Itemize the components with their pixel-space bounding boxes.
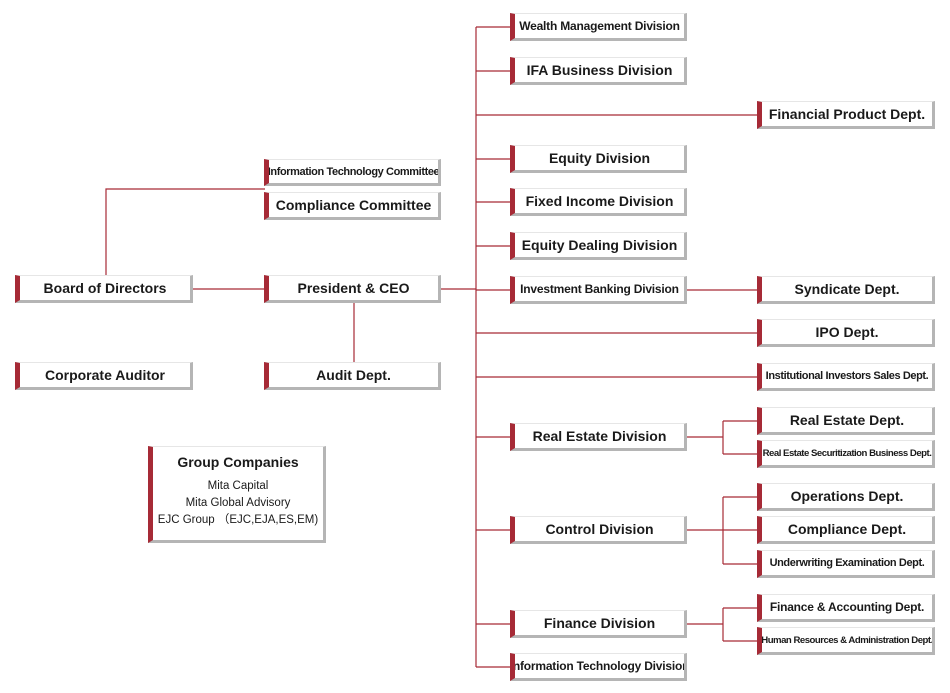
- wealth-management-division-box: Wealth Management Division: [510, 13, 687, 41]
- real-estate-securitization-dept-box: Real Estate Securitization Business Dept…: [757, 440, 935, 468]
- ifa-business-division-box: IFA Business Division: [510, 57, 687, 85]
- corporate-auditor-box: Corporate Auditor: [15, 362, 193, 390]
- underwriting-examination-dept-box: Underwriting Examination Dept.: [757, 550, 935, 578]
- board-of-directors-box: Board of Directors: [15, 275, 193, 303]
- syndicate-dept-box: Syndicate Dept.: [757, 276, 935, 304]
- information-technology-division-box: Information Technology Division: [510, 653, 687, 681]
- group-companies-box: Group Companies Mita Capital Mita Global…: [148, 446, 326, 543]
- group-company-item: Mita Global Advisory: [185, 497, 291, 509]
- real-estate-dept-box: Real Estate Dept.: [757, 407, 935, 435]
- equity-division-box: Equity Division: [510, 145, 687, 173]
- institutional-investors-sales-dept-box: Institutional Investors Sales Dept.: [757, 363, 935, 391]
- control-division-box: Control Division: [510, 516, 687, 544]
- group-company-item: EJC Group （EJC,EJA,ES,EM): [157, 514, 319, 526]
- equity-dealing-division-box: Equity Dealing Division: [510, 232, 687, 260]
- operations-dept-box: Operations Dept.: [757, 483, 935, 511]
- financial-product-dept-box: Financial Product Dept.: [757, 101, 935, 129]
- real-estate-division-box: Real Estate Division: [510, 423, 687, 451]
- it-committee-box: Information Technology Committee: [264, 159, 441, 186]
- compliance-dept-box: Compliance Dept.: [757, 516, 935, 544]
- investment-banking-division-box: Investment Banking Division: [510, 276, 687, 304]
- finance-accounting-dept-box: Finance & Accounting Dept.: [757, 594, 935, 622]
- human-resources-administration-dept-box: Human Resources & Administration Dept.: [757, 627, 935, 655]
- group-company-item: Mita Capital: [207, 480, 269, 492]
- group-companies-title: Group Companies: [177, 454, 299, 470]
- fixed-income-division-box: Fixed Income Division: [510, 188, 687, 216]
- president-ceo-box: President & CEO: [264, 275, 441, 303]
- group-companies-list: Mita Capital Mita Global Advisory EJC Gr…: [153, 478, 323, 529]
- compliance-committee-box: Compliance Committee: [264, 192, 441, 220]
- finance-division-box: Finance Division: [510, 610, 687, 638]
- ipo-dept-box: IPO Dept.: [757, 319, 935, 347]
- audit-dept-box: Audit Dept.: [264, 362, 441, 390]
